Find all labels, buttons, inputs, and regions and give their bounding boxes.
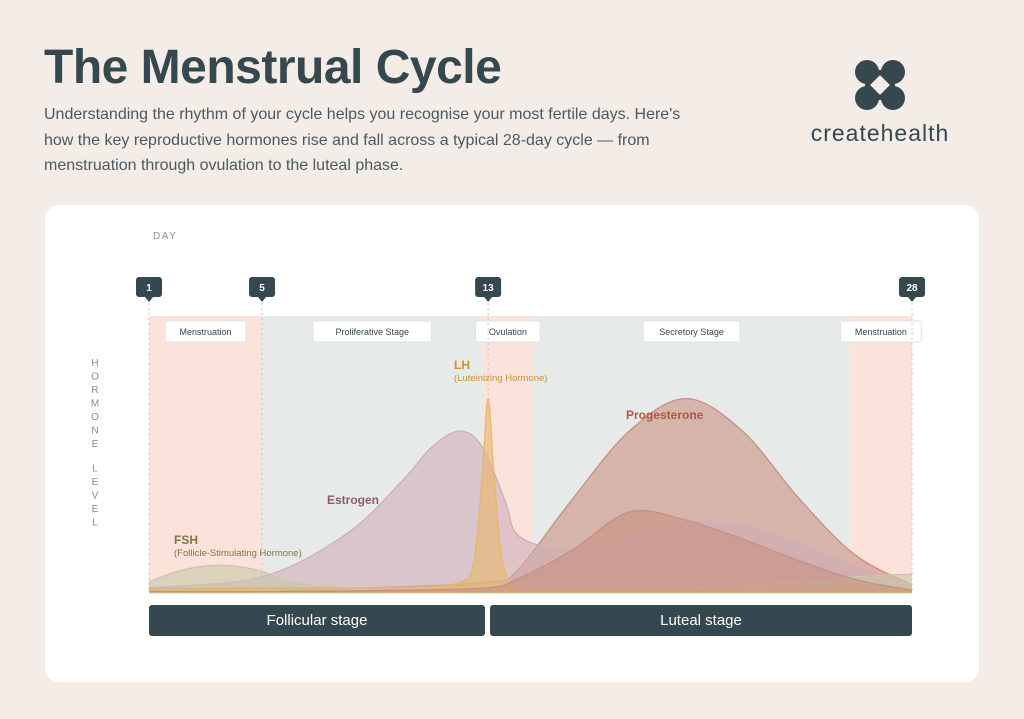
y-axis-letter-6: E [92,439,99,450]
phase-label-box-1 [312,320,433,343]
lh-full-label: (Luteinizing Hormone) [454,373,547,384]
day-marker-badge [475,277,502,297]
day-marker-label: 1 [146,283,152,294]
estrogen-label: Estrogen [327,493,379,507]
progesterone-4-area [149,510,912,593]
day-marker-pointer [258,297,267,302]
day-marker-1: 1 [136,277,162,302]
x-axis-label: DAY [153,231,177,242]
y-axis-letter-5: N [91,426,98,437]
phase-label-box-4 [840,320,922,343]
y-axis-letter-11: E [92,504,99,515]
day-marker-badge [249,277,276,297]
phase-band-0 [149,316,263,593]
cross-logo-icon [855,60,905,110]
phase-label-2: Ovulation [489,327,527,337]
phase-label-4: Menstruation [855,327,907,337]
y-axis-letter-12: L [92,518,98,529]
day-marker-label: 5 [259,283,265,294]
day-marker-badge [899,277,925,297]
y-axis-letter-4: O [91,412,99,423]
phase-label-box-2 [475,320,541,343]
day-marker-badge [136,277,162,297]
phase-label-box-0 [164,320,247,343]
day-marker-pointer [908,297,916,302]
progesterone-4-line [148,509,913,593]
page-title: The Menstrual Cycle [44,41,502,94]
day-marker-label: 28 [906,283,918,294]
y-axis-letter-9: E [92,477,99,488]
follicular-stage-bar: Follicular stage [149,605,485,636]
y-axis-letter-1: O [91,372,99,383]
estrogen-1-line [148,430,913,589]
y-axis-letter-2: R [91,385,98,396]
luteal-stage-bar: Luteal stage [490,605,912,636]
day-marker-28: 28 [899,277,925,302]
brand-name: createhealth [810,120,950,146]
fsh-full-label: (Follicle-Stimulating Hormone) [174,548,302,559]
phase-label-3: Secretory Stage [659,327,724,337]
progesterone-label: Progesterone [626,408,704,422]
page-subtitle: Understanding the rhythm of your cycle h… [44,106,681,174]
day-marker-5: 5 [249,277,276,302]
phase-band-4 [849,316,912,593]
fsh-label: FSH [174,533,198,547]
y-axis-letter-0: H [91,358,98,369]
y-axis-letter-3: M [91,399,99,410]
y-axis-letter-8: L [92,464,98,475]
day-marker-13: 13 [475,277,502,302]
day-marker-label: 13 [483,283,495,294]
phase-label-0: Menstruation [180,327,232,337]
phase-label-1: Proliferative Stage [335,327,409,337]
lh-label: LH [454,358,470,372]
y-axis-letter-10: V [92,491,99,502]
brand-logo[interactable]: createhealth [800,58,960,147]
day-marker-pointer [484,297,493,302]
phase-label-box-3 [642,320,741,343]
day-marker-pointer [145,297,153,302]
